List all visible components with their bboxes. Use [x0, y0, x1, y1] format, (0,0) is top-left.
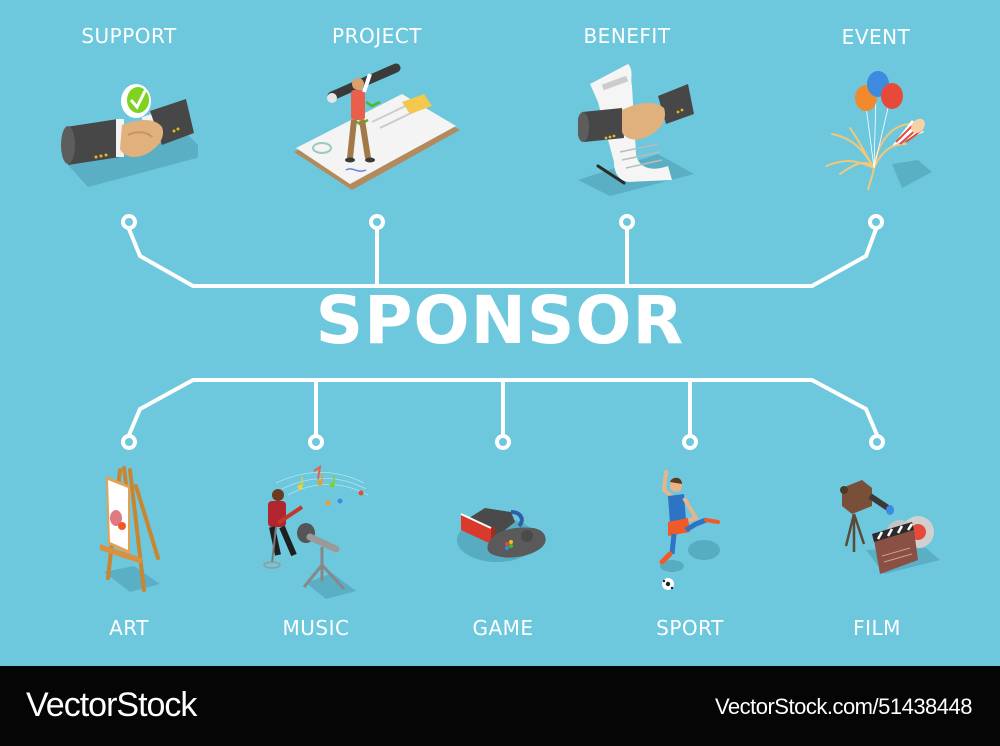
- label-support: SUPPORT: [81, 24, 177, 48]
- brand-logo: VectorStock: [26, 686, 197, 724]
- easel-painting-icon: [100, 466, 160, 592]
- label-music: MUSIC: [282, 616, 350, 640]
- balloons-fireworks-icon: [825, 71, 932, 190]
- film-camera-clapperboard-icon: [840, 480, 940, 574]
- soccer-player-icon: [659, 470, 720, 590]
- image-reference: VectorStock.com/51438448: [714, 694, 973, 719]
- label-art: ART: [109, 616, 149, 640]
- handshake-contract-icon: [578, 64, 694, 196]
- label-film: FILM: [853, 616, 901, 640]
- label-project: PROJECT: [332, 24, 422, 48]
- label-benefit: BENEFIT: [583, 24, 671, 48]
- person-pen-clipboard-icon: [294, 63, 460, 190]
- diagram-canvas: SPONSOR SUPPORT PROJECT BENEFIT EVENT AR…: [61, 24, 940, 640]
- watermark-footer: VectorStock VectorStock.com/51438448: [0, 666, 1000, 746]
- guitarist-microphone-icon: [263, 464, 369, 599]
- vr-headset-gamepad-icon: [457, 508, 546, 562]
- label-sport: SPORT: [656, 616, 724, 640]
- page-title: SPONSOR: [315, 282, 685, 359]
- connector-lines: [121, 214, 885, 450]
- handshake-checkmark-icon: [61, 84, 198, 187]
- label-event: EVENT: [841, 25, 911, 49]
- label-game: GAME: [472, 616, 534, 640]
